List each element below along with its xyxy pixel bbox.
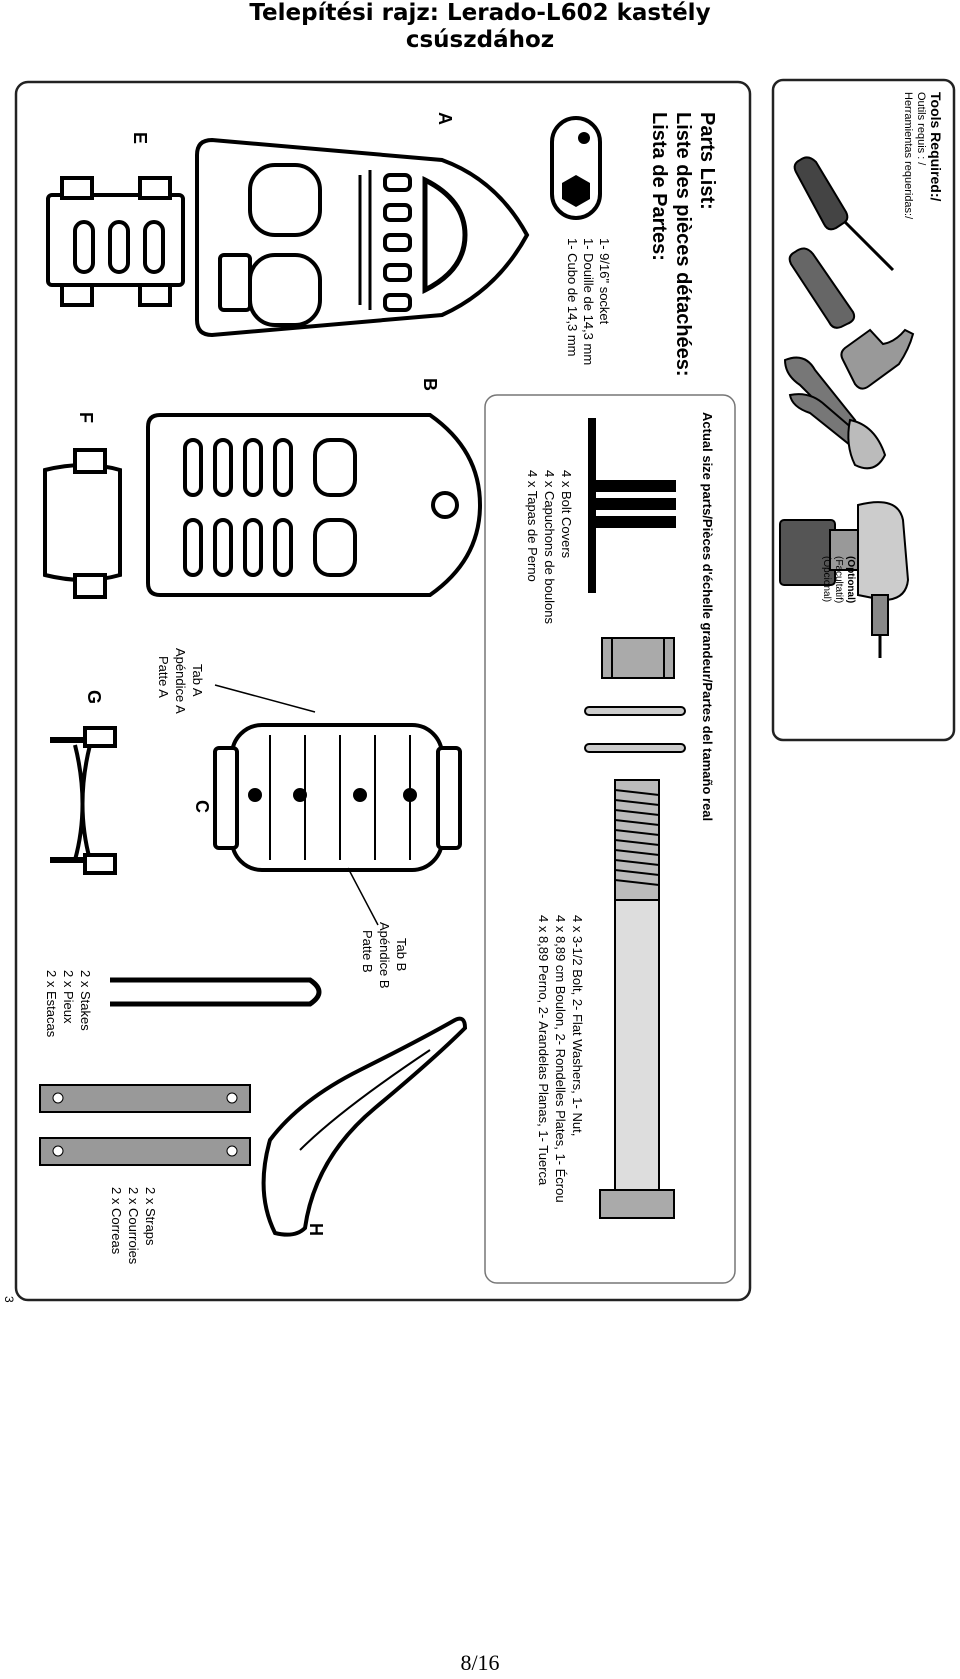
straps-drawing <box>39 1084 251 1166</box>
tab-a-line-1: Tab A <box>190 664 205 697</box>
part-b-drawing <box>146 413 483 597</box>
socket-icon <box>550 116 602 220</box>
stakes-line-1: 2 x Stakes <box>78 970 93 1031</box>
part-h-drawing <box>261 1016 468 1237</box>
tools-sub-2: Herramientas requeridas:/ <box>902 92 914 220</box>
socket-line-3: 1- Cubo de 14,3 mm <box>565 238 580 357</box>
part-e-label: E <box>130 132 150 145</box>
page-number: 8/16 <box>460 1650 500 1675</box>
socket-line-1: 1- 9/16" socket <box>597 238 612 325</box>
actual-size-heading: Actual size parts/Pièces d'échelle grand… <box>700 412 715 822</box>
part-b-label: B <box>420 378 440 391</box>
part-g-label: G <box>84 690 104 705</box>
title-line-2: csúszdához <box>405 27 555 53</box>
part-f-drawing <box>43 448 122 599</box>
tab-b-line-3: Patte B <box>360 930 375 973</box>
optional-label-1: (Optional) <box>845 556 856 604</box>
sheet-number: 3 <box>2 1296 16 1303</box>
stakes-drawing <box>110 977 322 1007</box>
bolt-line-1: 4 x 3-1/2 Bolt, 2- Flat Washers, 1- Nut, <box>570 915 585 1137</box>
parts-list-heading-1: Parts List: <box>696 112 718 210</box>
parts-list-heading-2: Liste des pièces détachées: <box>672 112 694 377</box>
part-a-drawing <box>195 137 530 338</box>
part-c-drawing <box>213 723 462 872</box>
actual-size-frame <box>484 394 736 1284</box>
washer-icon-2 <box>584 743 686 753</box>
hammer-icon <box>788 247 915 390</box>
parts-list-heading-3: Lista de Partes: <box>648 112 670 261</box>
part-f-label: F <box>76 412 96 423</box>
bolt-line-2: 4 x 8,89 cm Boulon, 2- Rondelles Plates,… <box>553 915 568 1203</box>
nut-icon <box>601 637 675 679</box>
optional-label-3: (Opcional) <box>821 556 832 603</box>
bolt-line-3: 4 x 8,89 Perno, 2- Arandelas Planas, 1- … <box>536 915 551 1186</box>
part-g-drawing <box>50 726 117 875</box>
straps-line-2: 2 x Courroies <box>126 1187 141 1265</box>
stakes-line-2: 2 x Pieux <box>61 970 76 1024</box>
straps-line-1: 2 x Straps <box>143 1187 158 1246</box>
washer-icon <box>584 706 686 716</box>
socket-line-2: 1- Douille de 14,3 mm <box>581 238 596 366</box>
part-h-label: H <box>306 1223 326 1236</box>
stakes-line-3: 2 x Estacas <box>44 970 59 1038</box>
tab-b-leader <box>347 867 379 926</box>
straps-line-3: 2 x Correas <box>109 1187 124 1255</box>
tab-a-line-2: Apéndice A <box>173 648 188 714</box>
bolt-covers-line-3: 4 x Tapas de Perno <box>525 470 540 582</box>
bolt-cover-icon <box>588 418 676 593</box>
title-line-1: Telepítési rajz: Lerado-L602 kastély <box>249 0 711 26</box>
page-title: Telepítési rajz: Lerado-L602 kastély csú… <box>0 0 960 54</box>
tab-a-leader <box>214 684 316 713</box>
tools-sub-1: Outils requis : / <box>915 92 927 166</box>
tab-b-line-1: Tab B <box>394 938 409 972</box>
part-a-label: A <box>435 112 455 125</box>
pliers-icon <box>783 356 887 470</box>
tools-heading: Tools Required:/ <box>928 92 944 202</box>
drill-icon <box>779 501 910 658</box>
tab-a-line-3: Patte A <box>156 656 171 698</box>
bolt-icon <box>599 779 675 1219</box>
optional-label-2: (Facultatif) <box>833 556 844 604</box>
tab-b-line-2: Apéndice B <box>377 922 392 989</box>
bolt-covers-line-1: 4 x Bolt Covers <box>559 470 574 559</box>
part-e-drawing <box>46 176 185 307</box>
part-c-label: C <box>192 800 212 813</box>
bolt-covers-line-2: 4 x Capuchons de boulons <box>542 470 557 624</box>
screwdriver-icon <box>793 156 895 272</box>
